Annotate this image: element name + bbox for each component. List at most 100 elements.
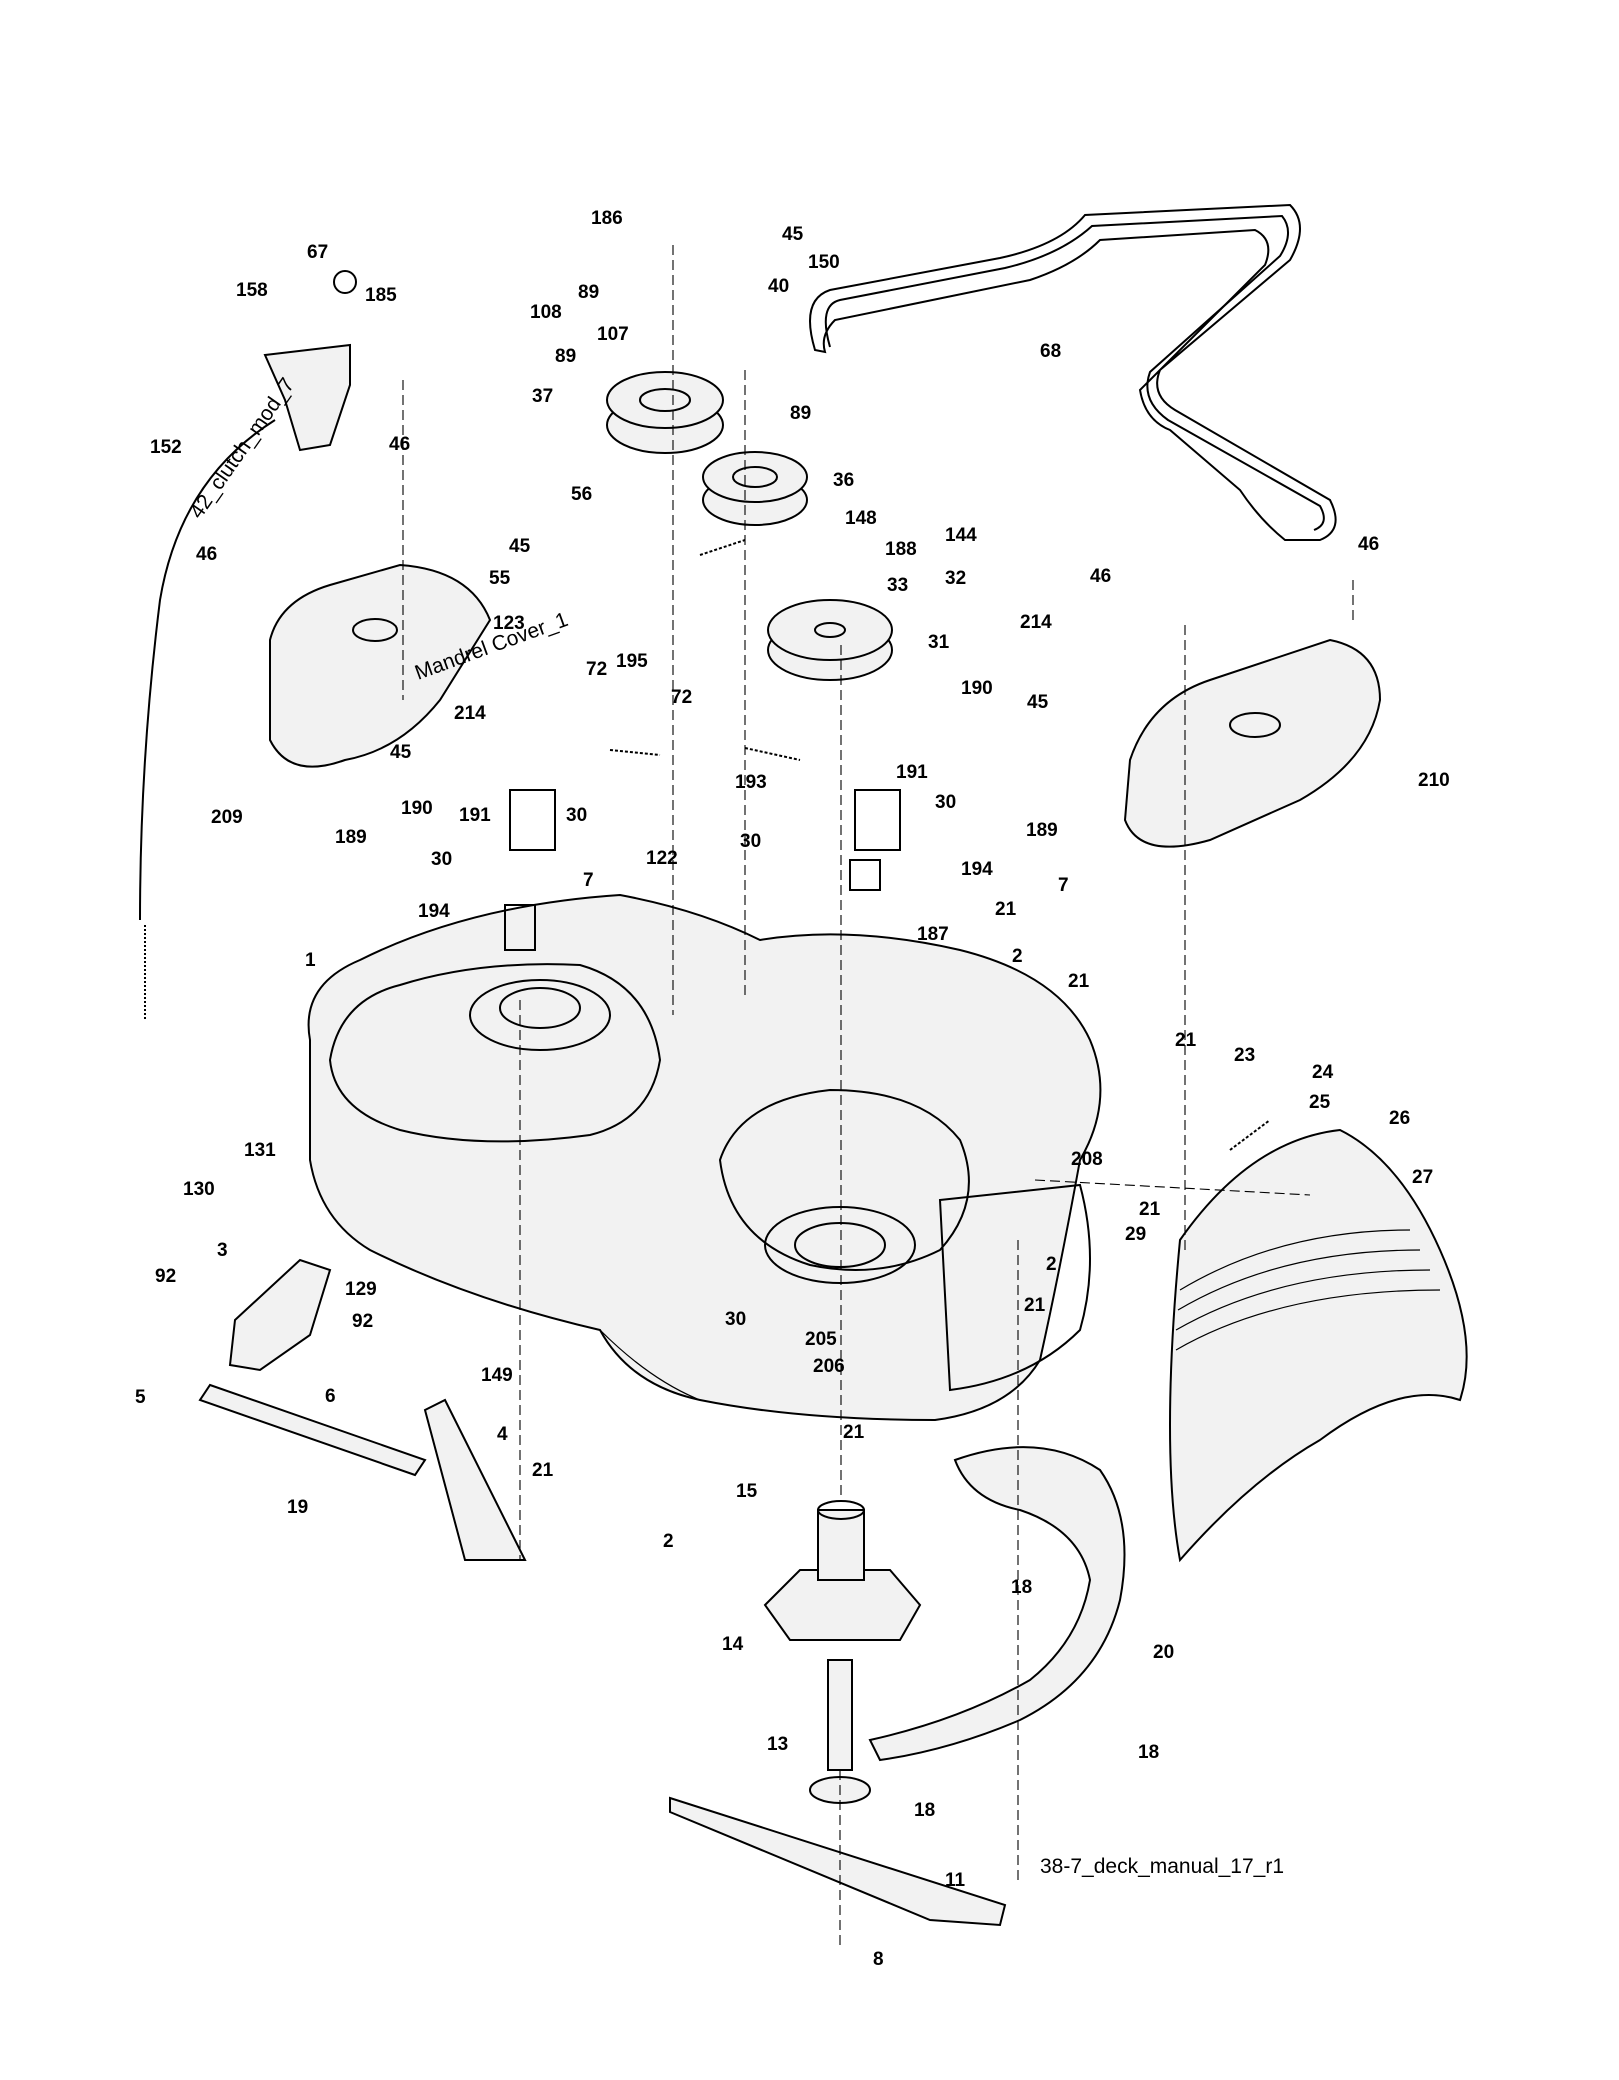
callout-46-b: 46 — [196, 544, 217, 565]
callout-27: 27 — [1412, 1167, 1433, 1188]
callout-45-d: 45 — [390, 742, 412, 763]
callout-148: 148 — [845, 508, 877, 529]
callout-18-b: 18 — [1138, 1742, 1159, 1763]
callout-4: 4 — [497, 1424, 508, 1445]
callout-3: 3 — [217, 1240, 228, 1261]
assembly-centerlines — [402, 245, 1354, 1950]
callout-25: 25 — [1309, 1092, 1331, 1113]
callout-89-c: 89 — [790, 403, 811, 424]
mandrel-cover-left-drawing: Mandrel Cover_1 — [269, 563, 571, 768]
callout-21-a: 21 — [995, 899, 1017, 920]
callout-210: 210 — [1418, 770, 1450, 791]
callout-214-a: 214 — [1020, 612, 1052, 633]
callout-46-c: 46 — [1358, 534, 1379, 555]
callout-45-c: 45 — [1027, 692, 1049, 713]
callout-45-b: 45 — [782, 224, 804, 245]
callout-190-b: 190 — [401, 798, 433, 819]
callout-40: 40 — [768, 276, 789, 297]
callout-122: 122 — [646, 848, 678, 869]
callout-194-b: 194 — [418, 901, 450, 922]
callout-67: 67 — [307, 242, 328, 263]
callout-6: 6 — [325, 1386, 336, 1407]
callout-29: 29 — [1125, 1224, 1146, 1245]
callout-46-a: 46 — [389, 434, 410, 455]
callout-37: 37 — [532, 386, 553, 407]
callout-68: 68 — [1040, 341, 1061, 362]
brackets-and-springs-drawing — [504, 539, 1271, 1151]
callout-23: 23 — [1234, 1045, 1255, 1066]
callout-191-b: 191 — [896, 762, 928, 783]
spindle-housing-drawing — [763, 1500, 922, 1641]
callout-209: 209 — [211, 807, 243, 828]
callout-15: 15 — [736, 1481, 758, 1502]
idler-pulley-36-drawing — [702, 451, 808, 526]
belt-shield-drawing — [868, 1446, 1126, 1762]
callout-189-b: 189 — [1026, 820, 1058, 841]
callout-21-e: 21 — [1024, 1295, 1046, 1316]
callout-33: 33 — [887, 575, 908, 596]
callout-195: 195 — [616, 651, 648, 672]
callout-144: 144 — [945, 525, 977, 546]
callout-21-d: 21 — [1139, 1199, 1161, 1220]
callout-89-b: 89 — [555, 346, 576, 367]
callout-2-b: 2 — [1046, 1254, 1057, 1275]
callout-19: 19 — [287, 1497, 308, 1518]
callout-14: 14 — [722, 1634, 744, 1655]
callout-158: 158 — [236, 280, 268, 301]
callout-107: 107 — [597, 324, 629, 345]
lift-link-drawing — [198, 1258, 527, 1561]
clutch-cable-label: 42_clutch_mod_7 — [185, 374, 299, 523]
callout-31: 31 — [928, 632, 950, 653]
callout-13: 13 — [767, 1734, 788, 1755]
deck-pulley-32-drawing — [767, 599, 893, 681]
callout-18-c: 18 — [914, 1800, 935, 1821]
callout-194-a: 194 — [961, 859, 993, 880]
callout-30-e: 30 — [725, 1309, 746, 1330]
callout-92-b: 92 — [352, 1311, 373, 1332]
callout-21-c: 21 — [1175, 1030, 1197, 1051]
callout-123: 123 — [493, 613, 525, 634]
callout-55: 55 — [489, 568, 511, 589]
callout-208: 208 — [1071, 1149, 1103, 1170]
callout-18-a: 18 — [1011, 1577, 1032, 1598]
callout-21-g: 21 — [532, 1460, 554, 1481]
callout-11: 11 — [945, 1870, 966, 1891]
callout-2-c: 2 — [663, 1531, 674, 1552]
callout-30-c: 30 — [740, 831, 761, 852]
callout-214-b: 214 — [454, 703, 486, 724]
callout-26: 26 — [1389, 1108, 1410, 1129]
callout-72-b: 72 — [671, 687, 692, 708]
callout-45-a: 45 — [509, 536, 531, 557]
callout-191-a: 191 — [459, 805, 491, 826]
callout-72-a: 72 — [586, 659, 607, 680]
callout-8: 8 — [873, 1949, 884, 1970]
callout-labels: 67 158 185 152 46 46 209 186 89 108 107 … — [135, 208, 1450, 1970]
discharge-chute-drawing — [1169, 1128, 1468, 1563]
spindle-shaft-drawing — [809, 1659, 871, 1804]
idler-pulley-37-drawing — [606, 371, 724, 454]
callout-188: 188 — [885, 539, 917, 560]
callout-189-a: 189 — [335, 827, 367, 848]
callout-30-d: 30 — [935, 792, 956, 813]
callout-205: 205 — [805, 1329, 837, 1350]
callout-193: 193 — [735, 772, 767, 793]
callout-21-b: 21 — [1068, 971, 1090, 992]
callout-24: 24 — [1312, 1062, 1334, 1083]
callout-56: 56 — [571, 484, 592, 505]
callout-46-d: 46 — [1090, 566, 1111, 587]
callout-32: 32 — [945, 568, 966, 589]
callout-30-a: 30 — [566, 805, 587, 826]
callout-190-a: 190 — [961, 678, 993, 699]
callout-150: 150 — [808, 252, 840, 273]
callout-7-a: 7 — [1058, 875, 1069, 896]
mower-deck-drawing — [307, 893, 1102, 1422]
callout-131: 131 — [244, 1140, 276, 1161]
callout-21-f: 21 — [843, 1422, 865, 1443]
mandrel-cover-right-drawing — [1123, 638, 1382, 848]
callout-7-b: 7 — [583, 870, 594, 891]
callout-1: 1 — [305, 950, 316, 971]
drive-belt-drawing — [809, 203, 1337, 541]
callout-89-a: 89 — [578, 282, 599, 303]
